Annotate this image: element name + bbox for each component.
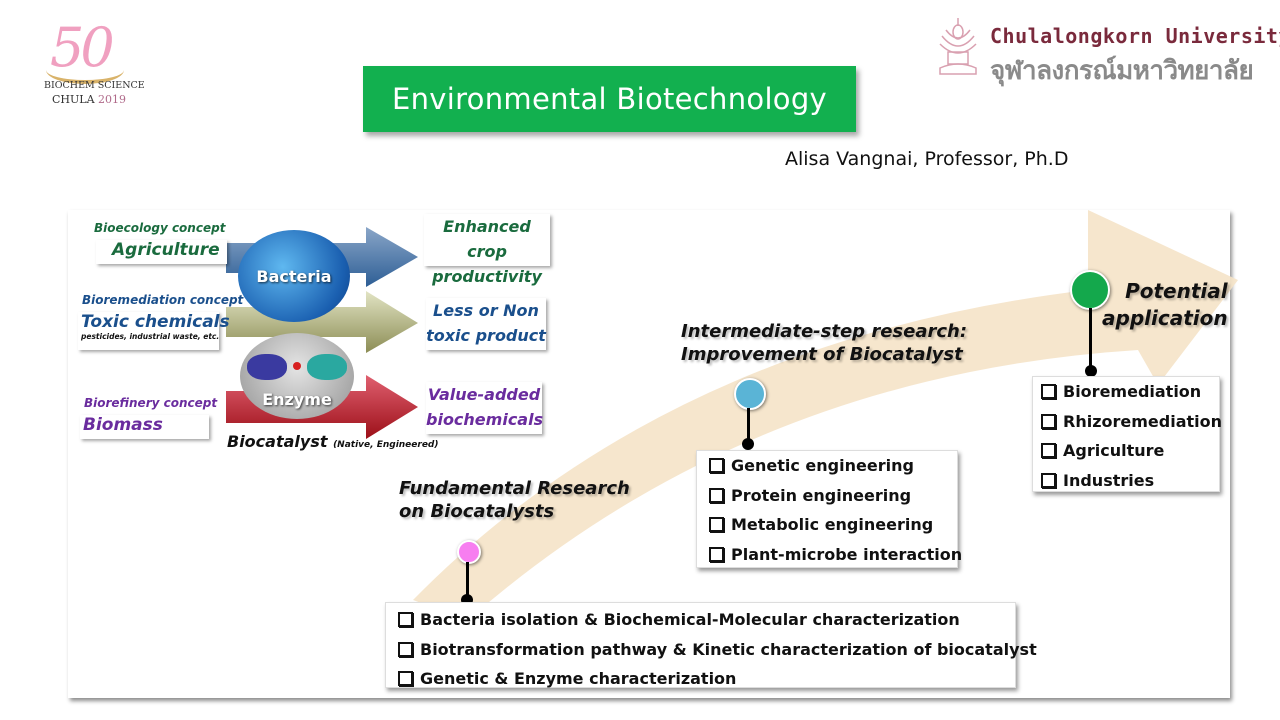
stage3-stem <box>1089 308 1092 368</box>
checklist-item-text: Industries <box>1063 470 1155 490</box>
checkbox-icon <box>1041 384 1056 400</box>
enzyme-active-site <box>293 362 301 370</box>
stage1-stem <box>466 562 469 596</box>
checkbox-icon <box>709 458 724 474</box>
biomass-input-text: Biomass <box>83 415 163 435</box>
checklist-item-text: Protein engineering <box>731 485 912 505</box>
biocatalyst-text: Biocatalyst <box>227 432 328 451</box>
university-name-en: Chulalongkorn University <box>990 24 1280 48</box>
toxic-chemicals-note: pesticides, industrial waste, etc. <box>81 332 220 341</box>
biomass-input-label: Biomass <box>80 415 209 439</box>
checkbox-icon <box>709 546 724 562</box>
stage1-title-line: on Biocatalysts <box>399 501 555 522</box>
checkbox-icon <box>709 517 724 533</box>
outcome-line: Value-added <box>427 385 541 404</box>
outcome-line: productivity <box>432 267 542 286</box>
enzyme-image: Enzyme <box>240 333 354 419</box>
checklist-item: Biotransformation pathway & Kinetic char… <box>398 635 1037 665</box>
checklist-item-text: Bioremediation <box>1063 382 1202 402</box>
slide-title: Environmental Biotechnology <box>391 82 828 116</box>
checklist-item: Protein engineering <box>709 481 957 511</box>
checklist-item: Genetic engineering <box>709 451 957 481</box>
stage3-pin <box>1085 365 1097 377</box>
logo-line2-name: CHULA <box>52 93 95 106</box>
progress-arrow-shape <box>413 210 1238 620</box>
toxic-chemicals-text: Toxic chemicals <box>81 312 230 332</box>
checklist-item-text: Genetic engineering <box>731 456 914 476</box>
biochem-science-50-logo: 50 BIOCHEM SCIENCE CHULA 2019 <box>40 18 145 108</box>
enzyme-domain-blue <box>247 354 287 380</box>
chulalongkorn-logo: Chulalongkorn University จุฬาลงกรณ์มหาวิ… <box>936 16 1280 86</box>
stage1-title-line: Fundamental Research <box>399 478 630 499</box>
outcome-line: Less or Non <box>433 301 539 320</box>
checklist-item: Metabolic engineering <box>709 510 957 540</box>
enzyme-label: Enzyme <box>262 390 332 409</box>
stage3-title: Potential application <box>1102 278 1228 332</box>
logo-swoosh <box>46 56 124 84</box>
stage2-title: Intermediate-step research: Improvement … <box>681 320 967 366</box>
agriculture-input-label: Agriculture <box>96 240 227 264</box>
checklist-item-text: Biotransformation pathway & Kinetic char… <box>420 639 1037 659</box>
checklist-item: Genetic & Enzyme characterization <box>398 664 1015 694</box>
concept-arrow-olive <box>226 291 418 353</box>
outcome-enhanced-crop: Enhanced crop productivity <box>424 214 550 286</box>
stage3-checklist: Bioremediation Rhizoremediation Agricult… <box>1032 376 1223 492</box>
stage3-title-line: Potential <box>1125 279 1228 303</box>
checklist-item: Industries <box>1041 466 1219 496</box>
logo-year: 2019 <box>98 93 127 106</box>
stage1-title: Fundamental Research on Biocatalysts <box>399 477 630 523</box>
outcome-line: biochemicals <box>426 410 544 429</box>
checklist-item-text: Plant-microbe interaction <box>731 544 963 564</box>
checklist-item-text: Genetic & Enzyme characterization <box>420 669 737 689</box>
checklist-item-text: Agriculture <box>1063 441 1165 461</box>
outcome-line: toxic product <box>426 326 546 345</box>
stage2-stem <box>747 408 750 442</box>
stage2-title-line: Intermediate-step research: <box>681 321 968 342</box>
checkbox-icon <box>1041 472 1056 488</box>
bioremediation-concept-label: Bioremediation concept <box>82 293 244 307</box>
checkbox-icon <box>398 612 413 628</box>
checkbox-icon <box>1041 413 1056 429</box>
enzyme-domain-teal <box>307 354 347 380</box>
checklist-item: Bacteria isolation & Biochemical-Molecul… <box>398 605 1015 635</box>
checkbox-icon <box>709 487 724 503</box>
bioecology-concept-label: Bioecology concept <box>94 221 226 235</box>
stage2-dot <box>734 378 766 410</box>
checklist-item: Bioremediation <box>1041 377 1219 407</box>
biocatalyst-label: Biocatalyst (Native, Engineered) <box>227 432 439 451</box>
logo-line2: CHULA 2019 <box>52 93 126 106</box>
bacteria-image: Bacteria <box>238 230 350 322</box>
outcome-line: Enhanced crop <box>443 217 531 261</box>
slide-title-banner: Environmental Biotechnology <box>363 66 856 132</box>
agriculture-input-text: Agriculture <box>112 240 220 260</box>
stage3-title-line: application <box>1102 306 1228 330</box>
biocatalyst-note: (Native, Engineered) <box>333 440 439 450</box>
toxic-chemicals-input-label: Toxic chemicals pesticides, industrial w… <box>78 312 230 350</box>
checklist-item: Rhizoremediation <box>1041 407 1223 437</box>
progress-arrow <box>413 210 1238 620</box>
stage1-dot <box>457 540 481 564</box>
stage1-checklist: Bacteria isolation & Biochemical-Molecul… <box>385 602 1037 688</box>
enzyme-structure <box>247 354 347 380</box>
stage2-title-line: Improvement of Biocatalyst <box>681 344 963 365</box>
phra-kiao-emblem-icon <box>939 18 977 75</box>
bacteria-label: Bacteria <box>256 266 332 286</box>
checklist-item-text: Metabolic engineering <box>731 515 934 535</box>
stage2-pin <box>742 438 754 450</box>
stage2-checklist: Genetic engineering Protein engineering … <box>696 450 962 570</box>
outcome-value-added: Value-added biochemicals <box>426 382 544 434</box>
university-name-th: จุฬาลงกรณ์มหาวิทยาลัย <box>990 56 1254 86</box>
checklist-item: Agriculture <box>1041 436 1219 466</box>
checkbox-icon <box>398 641 413 657</box>
checkbox-icon <box>1041 443 1056 459</box>
checklist-item-text: Bacteria isolation & Biochemical-Molecul… <box>420 610 960 630</box>
checklist-item-text: Rhizoremediation <box>1063 411 1223 431</box>
outcome-less-toxic: Less or Non toxic product <box>426 298 546 350</box>
checkbox-icon <box>398 671 413 687</box>
logo-line1: BIOCHEM SCIENCE <box>44 80 145 91</box>
checklist-item: Plant-microbe interaction <box>709 540 962 570</box>
author-line: Alisa Vangnai, Professor, Ph.D <box>785 148 1069 170</box>
biorefinery-concept-label: Biorefinery concept <box>84 396 218 410</box>
